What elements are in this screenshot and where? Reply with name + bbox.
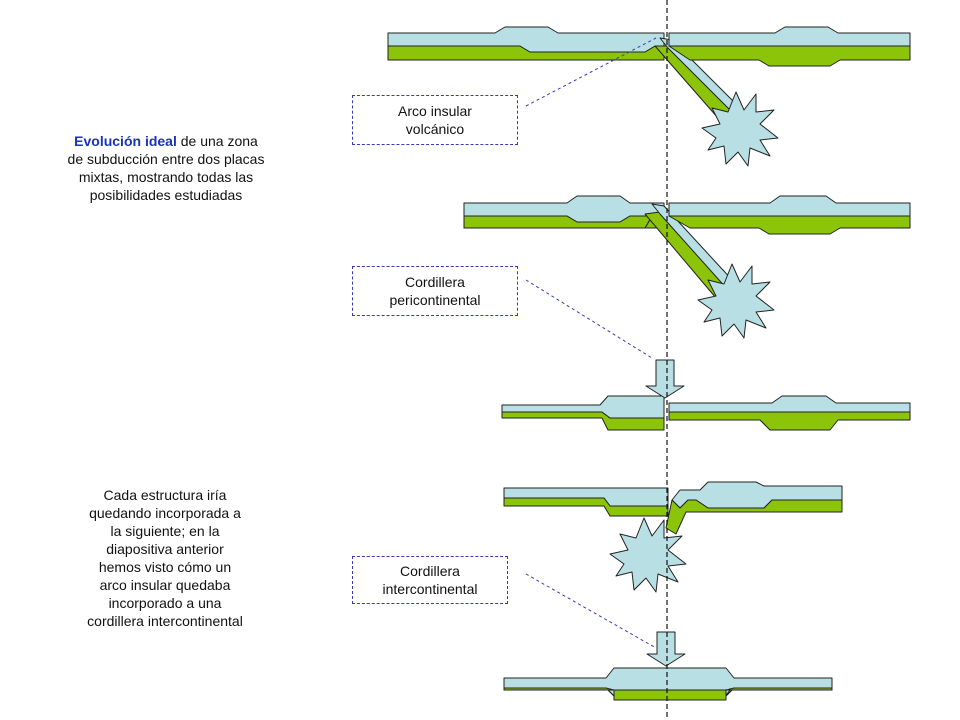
stage-2 [463, 195, 911, 339]
label-line: Arco insular [398, 103, 472, 119]
intro-highlight: Evolución ideal [74, 133, 177, 149]
intro-line: mixtas, mostrando todas las [78, 169, 254, 185]
down-arrow-icon [645, 359, 685, 399]
magma-burst-icon [697, 263, 775, 339]
note-line: arco insular quedaba [99, 577, 231, 593]
lithosphere-layer [668, 215, 911, 235]
lithosphere-layer [665, 499, 843, 535]
down-arrow-icon [646, 631, 686, 667]
intro-text: Evolución ideal de una zona de subducció… [50, 132, 282, 204]
note-line: quedando incorporada a [89, 505, 241, 521]
crust-layer [668, 26, 911, 47]
label-line: intercontinental [382, 581, 478, 597]
label-line: volcánico [405, 121, 465, 137]
intro-line: de subducción entre dos placas [67, 151, 265, 167]
label-line: Cordillera [405, 274, 465, 290]
stage-5 [503, 631, 833, 701]
label-cordillera-pericontinental: Cordillera pericontinental [352, 266, 518, 316]
label-cordillera-intercontinental: Cordillera intercontinental [352, 556, 508, 604]
intro-line: de una zona [176, 133, 258, 149]
note-text: Cada estructura iría quedando incorporad… [60, 486, 270, 630]
note-line: hemos visto cómo un [98, 559, 232, 575]
label-line: Cordillera [400, 563, 460, 579]
leader-line [525, 37, 657, 107]
leader-line [525, 279, 653, 359]
magma-burst-icon [609, 517, 687, 593]
stage-3 [501, 359, 911, 431]
note-line: incorporado a una [108, 595, 222, 611]
magma-burst-icon [701, 91, 779, 167]
leader-line [525, 573, 657, 649]
lithosphere-layer [668, 45, 911, 67]
note-line: la siguiente; en la [110, 523, 220, 539]
note-line: Cada estructura iría [103, 487, 227, 503]
lithosphere-layer [668, 411, 911, 431]
lithosphere-layer [503, 497, 669, 517]
lithosphere-layer [463, 215, 653, 229]
label-arco-insular: Arco insular volcánico [352, 95, 518, 145]
stage-1 [387, 26, 911, 167]
crust-layer [501, 395, 665, 419]
crust-layer [668, 195, 911, 217]
note-line: diapositiva anterior [106, 541, 224, 557]
lithosphere-layer [503, 687, 833, 701]
intro-line: posibilidades estudiadas [89, 187, 243, 203]
stage-4 [503, 481, 843, 593]
crust-layer [668, 395, 911, 413]
label-line: pericontinental [389, 292, 481, 308]
note-line: cordillera intercontinental [87, 613, 243, 629]
